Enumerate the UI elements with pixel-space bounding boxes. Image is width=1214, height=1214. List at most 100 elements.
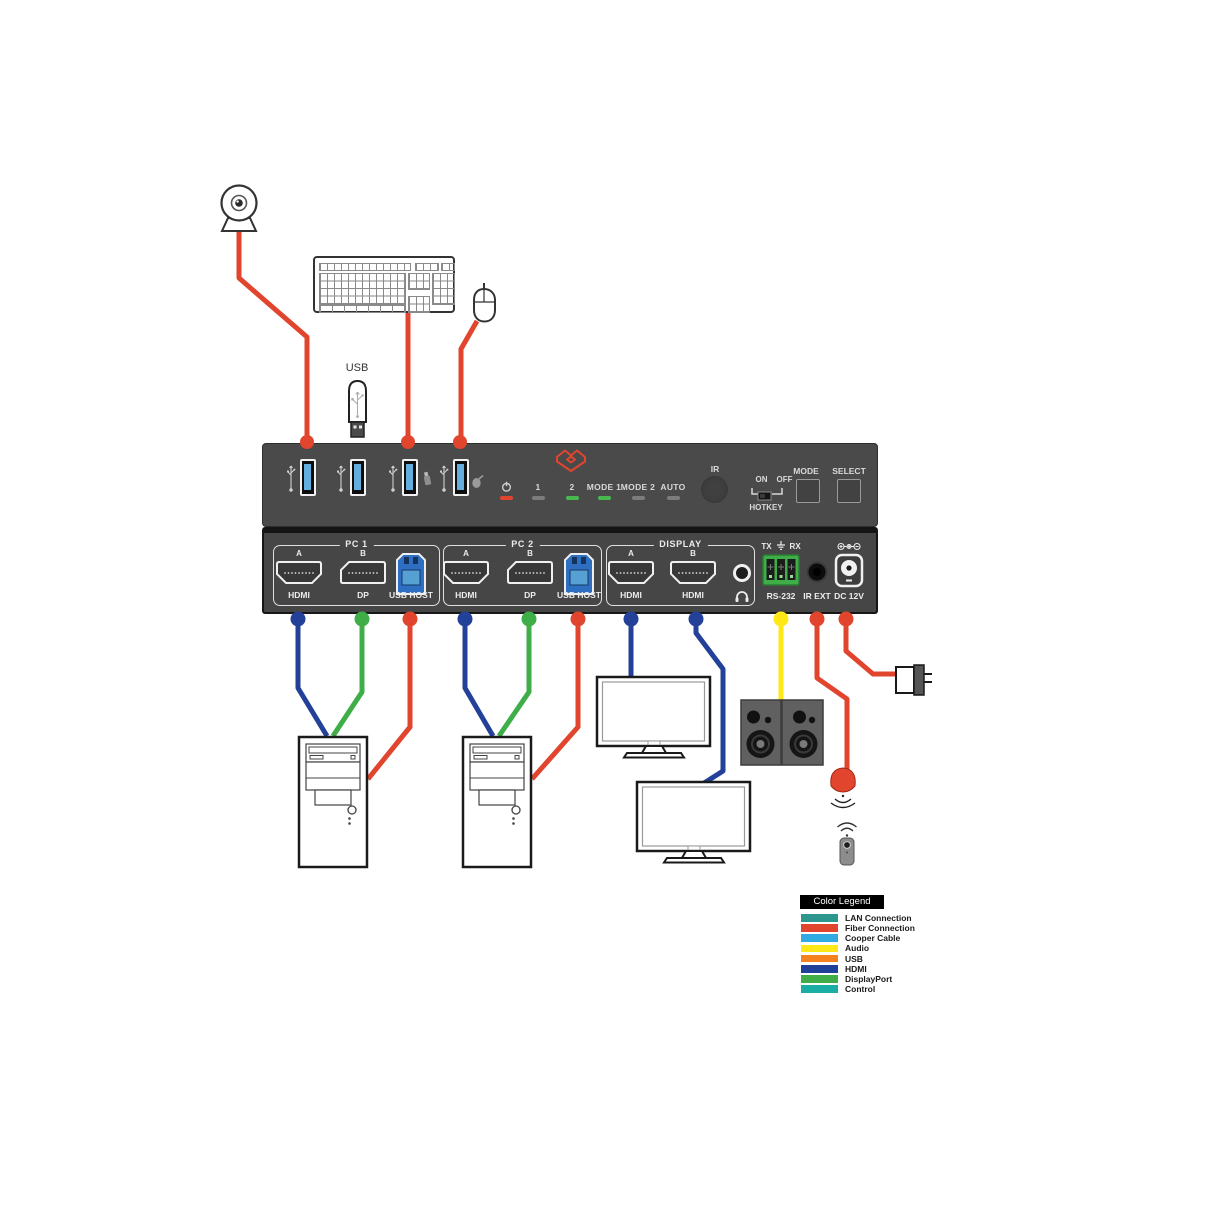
ir-label: IR [710, 464, 720, 474]
group-name: DISPLAY [653, 539, 708, 549]
pc2-usb-host-port: USB HOST [551, 546, 607, 607]
legend-swatch [801, 964, 838, 973]
legend-swatch [801, 975, 838, 983]
legend-swatch [801, 924, 838, 932]
group-name: PC 2 [505, 539, 540, 549]
mode-button[interactable] [796, 479, 820, 503]
dc-power-cable [843, 620, 896, 677]
dp-connector [507, 561, 553, 584]
port-label: HDMI [682, 590, 704, 600]
keyboard-fn-row [319, 263, 411, 271]
dc-polarity-icon [837, 542, 861, 551]
led-1 [531, 496, 545, 500]
front-panel: 1 2 MODE 1 MODE 2 AUTO IR ON OFF HOTKEY [262, 443, 878, 527]
front-usb-port-1 [300, 459, 316, 496]
legend-title: Color Legend [800, 895, 884, 909]
display-b-cable [693, 620, 726, 788]
keyboard-arrow-cluster [408, 296, 430, 313]
power-icon [501, 481, 511, 492]
remote-control-illustration [837, 822, 857, 866]
rear-panel: PC 1 A HDMI B DP USB HOST PC 2 A HDMI [262, 527, 878, 614]
indicator-mode1: MODE 1 [579, 481, 629, 500]
indicator-mode2: MODE 2 [613, 481, 663, 500]
indicator-label: 2 [569, 482, 575, 492]
port-label: DP [357, 590, 369, 600]
headphone-jack [714, 546, 770, 607]
pc1-usb-host-port: USB HOST [383, 546, 439, 607]
mode-button-label: MODE [793, 466, 819, 476]
select-button-label: SELECT [832, 466, 866, 476]
power-adapter-illustration [895, 664, 932, 696]
flash-drive-icon [423, 471, 432, 486]
display-hdmi-a-port: A HDMI [603, 546, 659, 607]
keyboard-fn-pair [441, 263, 455, 271]
hotkey-switch[interactable] [745, 486, 789, 503]
legend-label: DisplayPort [845, 973, 893, 984]
monitor-1 [595, 675, 712, 759]
led-2 [565, 496, 579, 500]
monitor-2 [635, 780, 752, 864]
legend-row: HDMI [801, 963, 915, 974]
legend-label: Fiber Connection [845, 922, 915, 933]
legend-row: DisplayPort [801, 973, 915, 984]
select-button[interactable] [837, 479, 861, 503]
port-label: HDMI [455, 590, 477, 600]
usb-tongue [304, 464, 311, 490]
ir-ext-cable [814, 620, 850, 770]
legend-swatch [801, 985, 838, 993]
legend-row: Fiber Connection [801, 922, 915, 933]
pc-tower-2 [461, 735, 533, 869]
legend-row: LAN Connection [801, 912, 915, 923]
front-usb-port-3 [402, 459, 418, 496]
legend-label: HDMI [845, 963, 867, 974]
usb-tongue [406, 464, 413, 490]
legend-swatch [801, 944, 838, 953]
pc2-dp-cable [496, 620, 532, 738]
port-letter: A [296, 549, 302, 558]
legend-label: Control [845, 984, 876, 995]
ir-ext-label: IR EXT [803, 591, 831, 601]
legend-row: Audio [801, 943, 915, 953]
port-letter: B [360, 549, 366, 558]
keyboard-fn-cluster [415, 263, 439, 271]
port-label: USB HOST [389, 590, 433, 600]
port-letter: A [463, 549, 469, 558]
rx-label: RX [789, 541, 801, 551]
indicator-power [481, 481, 531, 500]
port-label: DP [524, 590, 536, 600]
indicator-label: MODE 2 [620, 482, 656, 492]
dc-label: DC 12V [834, 591, 864, 601]
legend-label: LAN Connection [845, 912, 912, 923]
group-name: PC 1 [339, 539, 374, 549]
ss-usb-icon [337, 465, 346, 492]
keyboard-numpad [432, 273, 455, 305]
headphone-icon [735, 591, 749, 602]
pc2-usb-cable [530, 620, 581, 781]
indicator-label: MODE 1 [586, 482, 622, 492]
led-mode1 [597, 496, 611, 500]
keyboard-nav-cluster [408, 273, 430, 290]
hotkey-on-label: ON [755, 475, 768, 484]
legend-row: Cooper Cable [801, 933, 915, 943]
indicator-label: AUTO [660, 482, 686, 492]
brand-logo-icon [556, 449, 586, 472]
rs232-terminal-block [762, 554, 800, 586]
pc1-usb-cable [366, 620, 413, 781]
indicator-1: 1 [513, 481, 563, 500]
pc1-group: PC 1 A HDMI B DP USB HOST [273, 539, 440, 607]
hotkey-off-label: OFF [776, 475, 793, 484]
pc2-group: PC 2 A HDMI B DP USB HOST [443, 539, 602, 607]
hdmi-connector [443, 561, 489, 584]
port-letter: B [527, 549, 533, 558]
usb-b-connector [396, 553, 426, 595]
display-group: DISPLAY A HDMI B HDMI [603, 539, 755, 607]
front-usb-port-4 [453, 459, 469, 496]
pc1-dp-cable [330, 620, 365, 738]
pc1-hdmi-cable [295, 620, 330, 738]
usb-tongue [354, 464, 361, 490]
legend-row: Control [801, 984, 915, 995]
pc2-dp-port: B DP [502, 546, 558, 607]
ir-receiver-illustration [830, 767, 856, 809]
indicator-2: 2 [547, 481, 597, 500]
usb-drive-illustration [348, 379, 367, 438]
